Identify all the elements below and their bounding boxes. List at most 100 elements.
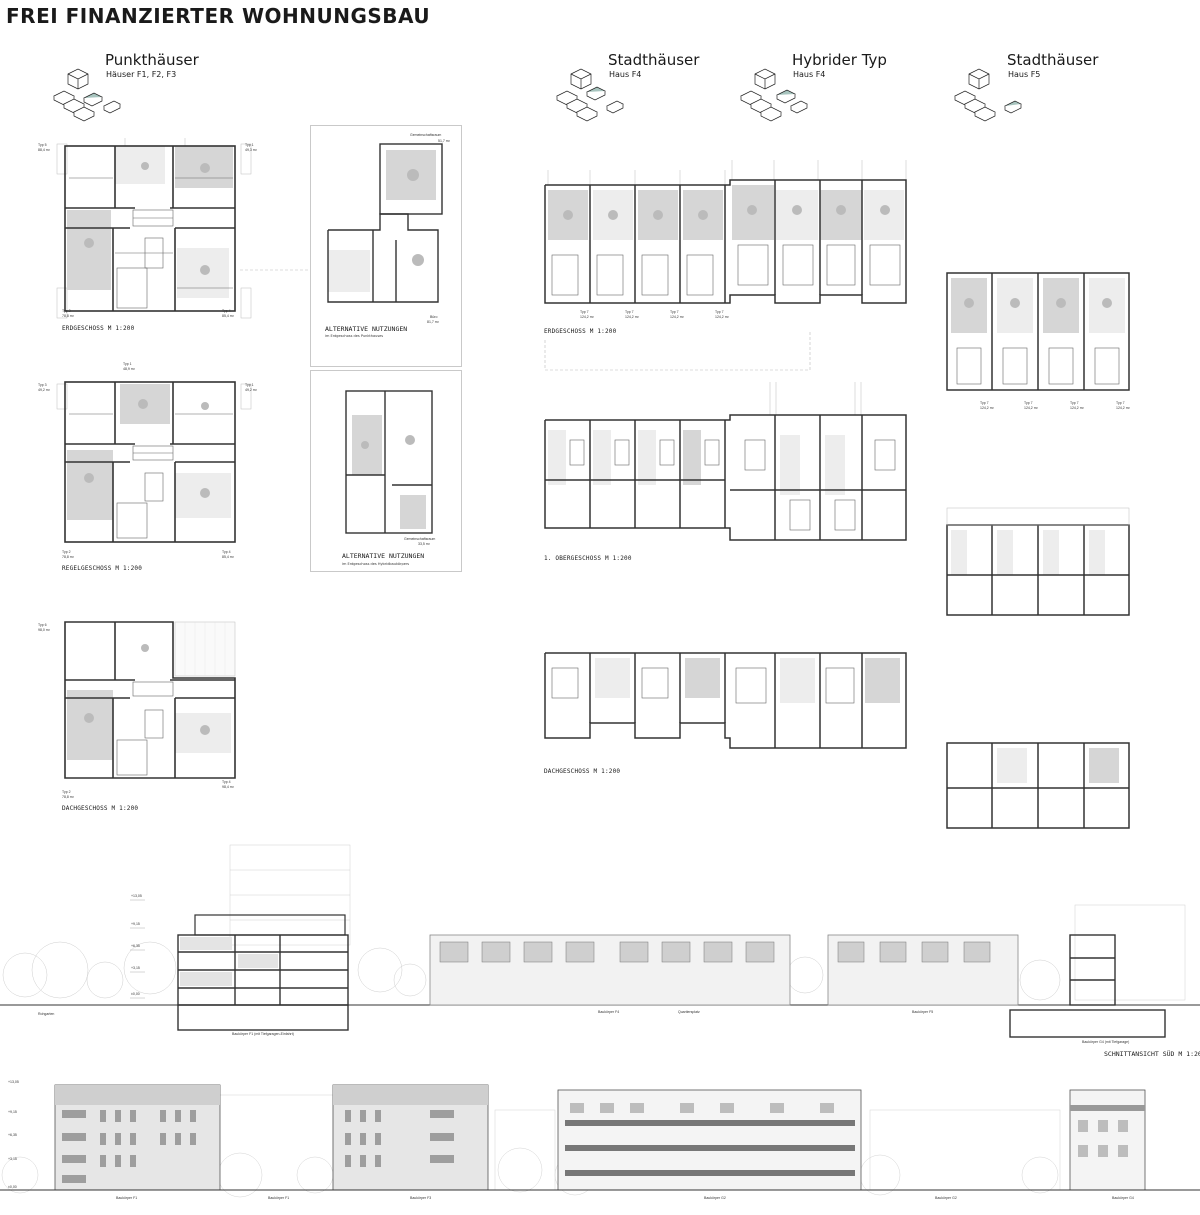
unit-area: 78,8 m² (62, 795, 74, 799)
unit-label: Typ 2 (62, 790, 71, 794)
section-drawing (0, 844, 1200, 1038)
caption-section: SCHNITTANSICHT SÜD M 1:200 (1104, 1050, 1200, 1058)
floorplan-stadthaus-dg (544, 652, 907, 749)
caption-punkthaus-eg: ERDGESCHOSS M 1:200 (62, 325, 135, 332)
unit-label: Typ 7 (980, 401, 989, 405)
elevation-label: Baukörper G4 (1112, 1196, 1134, 1200)
caption-stadthaus-eg: ERDGESCHOSS M 1:200 (544, 328, 617, 335)
caption-punkthaus-rg: REGELGESCHOSS M 1:200 (62, 565, 143, 572)
unit-area: 49,2 m² (38, 388, 50, 392)
unit-area: 48,9 m² (123, 367, 135, 371)
unit-area: 49,2 m² (245, 388, 257, 392)
alt-use-subtitle-1: im Erdgeschoss des Punkthauses (325, 334, 384, 338)
alt-use-frame-1 (310, 125, 462, 367)
unit-label: Typ 2 (62, 309, 71, 313)
floorplan-stadthaus-f5-eg (946, 272, 1130, 391)
unit-area: 78,8 m² (62, 314, 74, 318)
unit-label: Typ 4 (222, 780, 231, 784)
floorplan-stadthaus-eg (544, 160, 907, 304)
subheading-punkthaeuser: Häuser F1, F2, F3 (106, 70, 177, 79)
unit-label: Typ 4 (222, 309, 231, 313)
unit-label: Typ 5 (38, 143, 47, 147)
floorplan-alt-use-1 (327, 143, 443, 303)
unit-label: Typ 6 (38, 623, 47, 627)
floorplan-punkthaus-rg (56, 381, 252, 543)
level-mark: +9,15 (131, 922, 140, 926)
unit-label: Typ 7 (1116, 401, 1125, 405)
unit-label: Typ 7 (580, 310, 589, 314)
unit-area: 98,0 m² (38, 628, 50, 632)
level-mark: +6,35 (8, 1133, 17, 1137)
unit-label: Typ 7 (625, 310, 634, 314)
level-mark: +13,05 (8, 1080, 19, 1084)
unit-area: 124,2 m² (1070, 406, 1084, 410)
caption-punkthaus-dg: DACHGESCHOSS M 1:200 (62, 805, 139, 812)
level-mark: +6,35 (131, 944, 140, 948)
unit-area: 88,4 m² (38, 148, 50, 152)
level-mark: +13,05 (131, 894, 142, 898)
floorplan-stadthaus-f5-dg (946, 742, 1130, 829)
unit-label: Typ 7 (1070, 401, 1079, 405)
level-mark: +9,15 (8, 1110, 17, 1114)
floorplan-stadthaus-og (544, 382, 907, 541)
unit-area: 49,3 m² (245, 148, 257, 152)
unit-area: 85,4 m² (222, 314, 234, 318)
floorplan-stadthaus-f5-og (946, 507, 1130, 616)
unit-label: Typ 7 (1024, 401, 1033, 405)
unit-label: Typ 3 (38, 383, 47, 387)
keymap-hybrid (740, 68, 808, 122)
unit-area: 124,2 m² (580, 315, 594, 319)
subheading-stadthaeuser-f5: Haus F5 (1008, 70, 1041, 79)
unit-area: 124,2 m² (715, 315, 729, 319)
level-mark: +3,15 (8, 1157, 17, 1161)
unit-label: Typ 4 (222, 550, 231, 554)
heading-stadthaeuser-f5: Stadthäuser (1007, 51, 1099, 69)
floorplan-alt-use-2 (345, 390, 433, 534)
unit-area: 124,2 m² (670, 315, 684, 319)
alt-use-title-1: ALTERNATIVE NUTZUNGEN (325, 325, 408, 333)
unit-area: 124,2 m² (1024, 406, 1038, 410)
unit-label: Typ 1 (245, 143, 254, 147)
heading-punkthaeuser: Punkthäuser (105, 51, 199, 69)
room-label: Gemeinschaftsraum (410, 133, 442, 137)
unit-area: 124,2 m² (625, 315, 639, 319)
elevation-drawing (0, 1084, 1200, 1198)
level-mark: +3,15 (131, 966, 140, 970)
caption-stadthaus-og: 1. OBERGESCHOSS M 1:200 (544, 555, 632, 562)
unit-label: Typ 7 (670, 310, 679, 314)
keymap-stadthaeuser-f5 (954, 68, 1022, 122)
keymap-stadthaeuser-f4 (556, 68, 624, 122)
heading-hybrid: Hybrider Typ (792, 51, 887, 69)
room-area: 33,5 m² (418, 542, 430, 546)
level-mark: ±0,00 (8, 1185, 17, 1189)
room-label: Gemeinschaftsraum (404, 537, 436, 541)
floorplan-punkthaus-dg (64, 621, 236, 779)
floorplan-punkthaus-eg (56, 138, 252, 319)
unit-area: 124,2 m² (1116, 406, 1130, 410)
elevation-label: Baukörper F3 (410, 1196, 432, 1200)
elevation-label: Baukörper G2 (704, 1196, 726, 1200)
elevation-label: Baukörper F1 (268, 1196, 290, 1200)
section-label: Baukörper F4 (598, 1010, 620, 1014)
keymap-punkthaeuser (53, 68, 121, 122)
unit-area: 78,8 m² (62, 555, 74, 559)
room-area: 81,7 m² (427, 320, 439, 324)
elevation-label: Baukörper G2 (935, 1196, 957, 1200)
unit-label: Typ 2 (62, 550, 71, 554)
room-label: Büro (430, 315, 438, 319)
unit-area: 98,4 m² (222, 785, 234, 789)
caption-stadthaus-dg: DACHGESCHOSS M 1:200 (544, 768, 621, 775)
unit-label: Typ 1 (123, 362, 132, 366)
alt-use-subtitle-2: im Erdgeschoss des Hybridbaukörpers (342, 562, 410, 566)
unit-label: Typ 1 (245, 383, 254, 387)
page-title: FREI FINANZIERTER WOHNUNGSBAU (6, 4, 431, 28)
subheading-stadthaeuser-f4: Haus F4 (609, 70, 642, 79)
unit-area: 124,2 m² (980, 406, 994, 410)
alt-use-title-2: ALTERNATIVE NUTZUNGEN (342, 552, 425, 560)
subheading-hybrid: Haus F4 (793, 70, 826, 79)
section-label: Baukörper F5 (912, 1010, 934, 1014)
section-label: Baukörper G4 (mit Tiefgarage) (1082, 1040, 1130, 1044)
section-label: Rohgarten (38, 1012, 55, 1016)
room-area: 51,7 m² (438, 139, 450, 143)
